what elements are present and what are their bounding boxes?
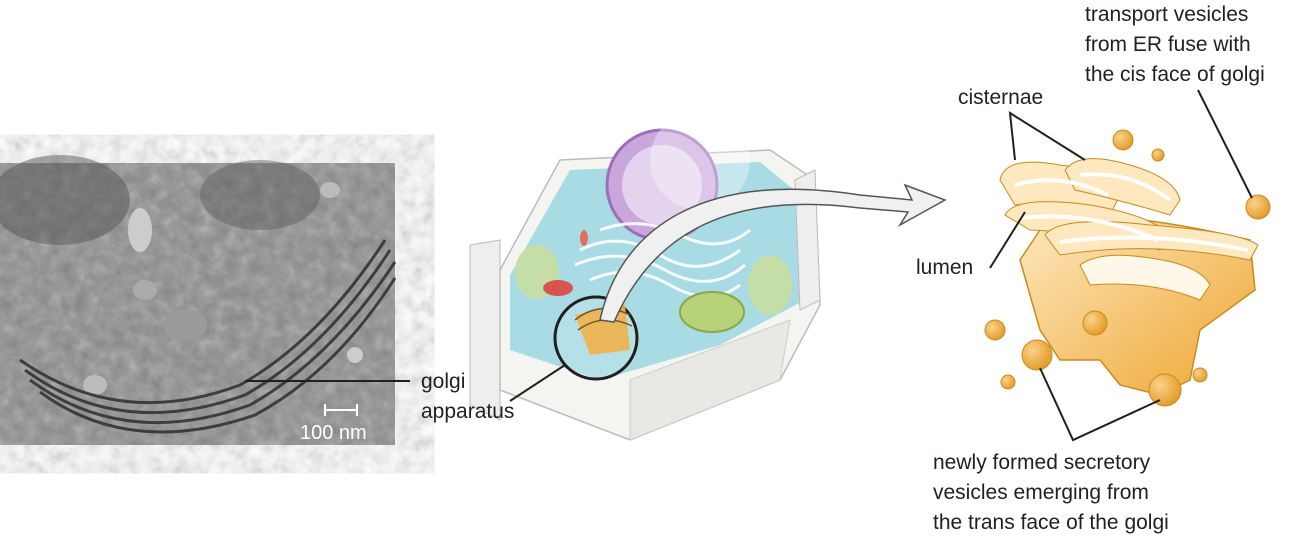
label-transport-vesicles: transport vesicles from ER fuse with the… — [1085, 0, 1265, 90]
golgi-illustration — [984, 129, 1271, 407]
label-golgi-apparatus: golgi apparatus — [421, 367, 514, 427]
vesicles — [984, 129, 1271, 407]
leader-lines — [989, 89, 1253, 442]
zoom-arrow — [599, 183, 947, 323]
label-cisternae: cisternae — [958, 86, 1044, 109]
cell-illustration — [469, 110, 821, 441]
golgi-leader-cell — [509, 364, 566, 402]
label-line: the cis face of golgi — [1085, 63, 1265, 86]
label-line: vesicles emerging from — [933, 481, 1149, 504]
label-lumen: lumen — [916, 256, 974, 279]
label-line: from ER fuse with — [1085, 33, 1251, 56]
label-line: newly formed secretory — [933, 451, 1151, 474]
label-line: golgi — [421, 370, 466, 393]
electron-micrograph — [0, 155, 397, 445]
label-line: apparatus — [421, 400, 515, 423]
scale-bar-label: 100 nm — [300, 422, 367, 444]
label-secretory-vesicles: newly formed secretory vesicles emerging… — [933, 448, 1169, 538]
label-line: the trans face of the golgi — [933, 511, 1169, 534]
label-line: transport vesicles — [1085, 3, 1249, 26]
